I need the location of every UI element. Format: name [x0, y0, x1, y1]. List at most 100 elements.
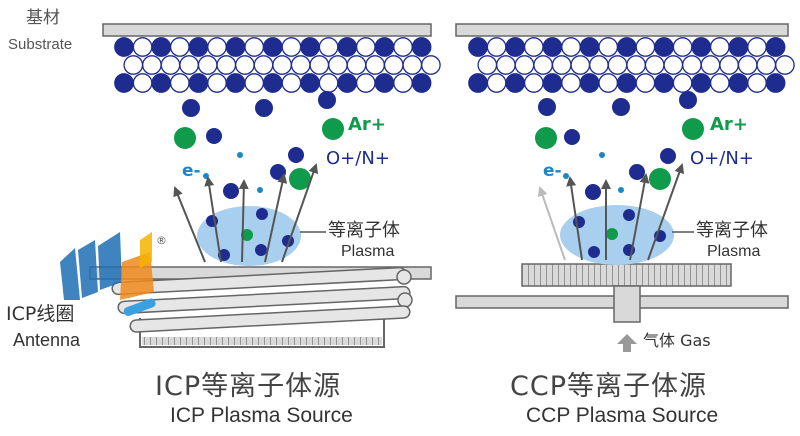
lattice-atom [169, 37, 190, 57]
lattice-atom [393, 37, 413, 57]
lattice-atom [225, 37, 246, 57]
lattice-atom [244, 73, 265, 93]
icp-caption-en: ICP Plasma Source [170, 404, 353, 427]
lattice-atom [225, 73, 246, 93]
lattice-atom [207, 73, 227, 93]
lattice-atom [151, 73, 172, 93]
plasma-label-cn-icp: 等离子体 [328, 220, 400, 241]
up-arrow-icon [617, 334, 637, 352]
lattice-atom [355, 37, 376, 57]
lattice-atom [709, 37, 730, 57]
lattice-atom [551, 55, 572, 75]
lattice-atom [281, 37, 302, 57]
lattice-atom [486, 37, 507, 57]
antenna-label-cn: ICP线圈 [6, 303, 75, 325]
lattice-atom [737, 55, 758, 75]
lattice-atom [328, 55, 348, 75]
lattice-atom [197, 55, 218, 75]
ion-green [322, 118, 344, 140]
lattice-atom [253, 55, 274, 75]
ion-atom [288, 147, 304, 163]
oxy-nitrogen-label-icp: O+/N+ [326, 148, 390, 169]
ion-atom [585, 184, 601, 200]
electron-label-icp: e- [182, 161, 201, 181]
lattice-atom [672, 37, 693, 57]
lattice-atom [151, 37, 172, 57]
ion-arrow [238, 179, 249, 263]
plasma-atom [623, 209, 635, 221]
lattice-atom [188, 73, 209, 93]
lattice-atom [468, 73, 488, 93]
lattice-atom [654, 73, 674, 93]
lattice-atom [570, 55, 591, 75]
lattice-atom [682, 55, 702, 75]
lattice-atom [728, 37, 749, 57]
lattice-atom [188, 37, 209, 57]
lattice-atom [216, 55, 237, 75]
oxy-nitrogen-label-ccp: O+/N+ [690, 148, 754, 169]
electron-dot [257, 187, 263, 193]
electron-dot [563, 173, 569, 179]
lattice-atom [411, 37, 432, 57]
lattice-atom [477, 55, 498, 75]
ion-atom [538, 98, 556, 116]
substrate-label-cn: 基材 [26, 8, 60, 28]
ion-atom [564, 129, 580, 145]
ion-atom [318, 91, 336, 109]
trademark-symbol: ® [156, 234, 167, 247]
lattice-atom [561, 37, 581, 57]
lattice-atom [691, 73, 712, 93]
lattice-atom [160, 55, 181, 75]
ion-green [174, 127, 196, 149]
lattice-atom [486, 73, 507, 93]
lattice-atom [496, 55, 516, 75]
ion-atom [660, 148, 676, 164]
ion-arrow [264, 173, 288, 263]
icp-coil [111, 266, 413, 333]
ion-atom [629, 164, 645, 180]
electron-arrow-icon [537, 186, 566, 261]
ion-green [649, 168, 671, 190]
lattice-atom [346, 55, 367, 75]
lattice-atom [207, 37, 227, 57]
lattice-atom [142, 55, 162, 75]
lattice-atom [365, 55, 385, 75]
lattice-atom [383, 55, 404, 75]
ion-atom [223, 183, 239, 199]
lattice-atom [262, 37, 283, 57]
lattice-atom [318, 37, 339, 57]
lattice-atom [598, 37, 619, 57]
lattice-atom [626, 55, 646, 75]
lattice-atom [709, 73, 730, 93]
ion-atom [182, 99, 200, 117]
antenna-label-en: Antenna [13, 330, 81, 350]
ion-arrow [566, 176, 583, 261]
lattice-atom [579, 73, 600, 93]
plasma-atom [588, 246, 600, 258]
atom-lattice-icp [114, 37, 441, 93]
electron-dot [618, 187, 624, 193]
lattice-atom [318, 73, 339, 93]
lattice-atom [598, 73, 619, 93]
substrate-plate-ccp [455, 23, 789, 37]
plasma-label-en-icp: Plasma [341, 243, 395, 260]
lattice-atom [700, 55, 721, 75]
lattice-atom [179, 55, 199, 75]
ccp-electrode [521, 263, 732, 287]
substrate-plate-icp [102, 23, 432, 37]
substrate-label-en: Substrate [8, 36, 73, 53]
lattice-atom [309, 55, 330, 75]
lattice-atom [765, 73, 786, 93]
lattice-atom [533, 55, 553, 75]
ccp-panel [455, 91, 789, 352]
ccp-caption-cn: CCP等离子体源 [510, 371, 707, 402]
lattice-atom [663, 55, 684, 75]
lattice-atom [542, 73, 563, 93]
lattice-atom [514, 55, 535, 75]
lattice-atom [411, 73, 432, 93]
icp-panel: ® [60, 91, 432, 348]
plasma-atom [573, 216, 585, 228]
plasma-atom [256, 208, 268, 220]
lattice-atom [337, 37, 358, 57]
